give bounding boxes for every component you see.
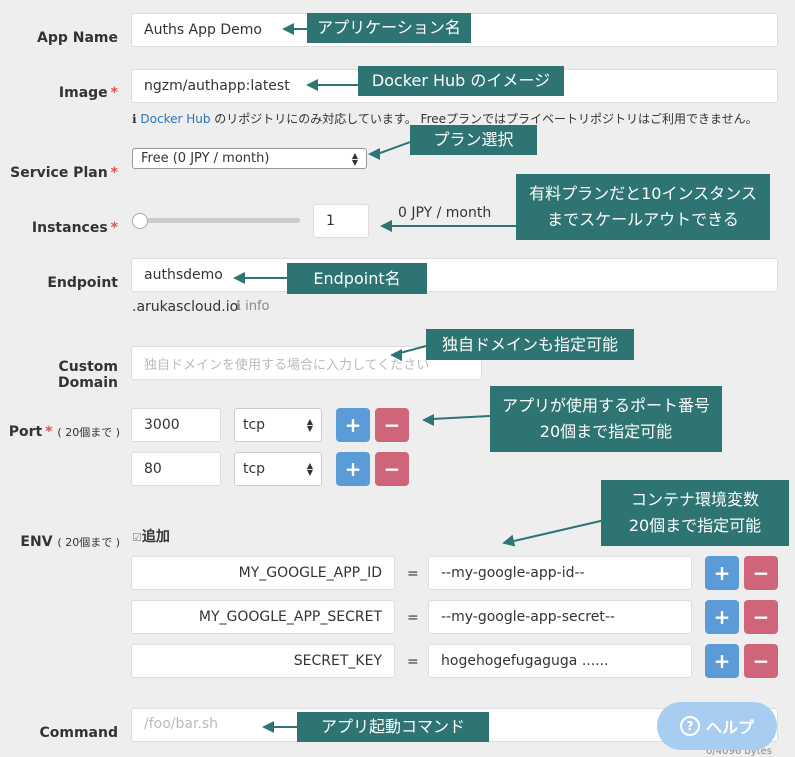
remove-env-button[interactable]: − xyxy=(744,556,778,590)
equals-sign: = xyxy=(407,610,419,626)
instances-price: 0 JPY / month xyxy=(398,205,492,221)
command-label: Command xyxy=(39,725,118,741)
add-port-button[interactable]: + xyxy=(336,408,370,442)
callout-instances: 有料プランだと10インスタンスまでスケールアウトできる xyxy=(516,174,770,240)
callout-endpoint: Endpoint名 xyxy=(287,263,427,294)
callout-env: コンテナ環境変数 20個まで指定可能 xyxy=(601,480,789,546)
endpoint-label: Endpoint xyxy=(47,275,118,291)
command-byte-counter: 0/4096 bytes xyxy=(706,746,772,757)
callout-arrow-head xyxy=(306,79,318,91)
add-port-button[interactable]: + xyxy=(336,452,370,486)
callout-arrow xyxy=(513,519,602,542)
select-arrows-icon: ▲▼ xyxy=(351,150,358,167)
instances-input[interactable]: 1 xyxy=(313,204,369,238)
add-env-button[interactable]: + xyxy=(705,556,739,590)
callout-arrow xyxy=(392,225,516,227)
callout-arrow-head xyxy=(368,148,380,160)
select-arrows-icon: ▲▼ xyxy=(306,461,313,477)
endpoint-input[interactable]: authsdemo xyxy=(131,258,778,292)
app-name-label: App Name xyxy=(37,30,118,46)
image-input[interactable]: ngzm/authapp:latest xyxy=(131,69,778,103)
question-icon: ? xyxy=(679,716,700,736)
env-value-input[interactable]: --my-google-app-id-- xyxy=(428,556,692,590)
custom-domain-input[interactable]: 独自ドメインを使用する場合に入力してください xyxy=(131,346,482,380)
equals-sign: = xyxy=(407,566,419,582)
image-label: Image* xyxy=(58,85,118,101)
add-env-button[interactable]: + xyxy=(705,600,739,634)
info-icon: ℹ︎ xyxy=(236,299,241,314)
instances-slider-handle[interactable] xyxy=(132,213,148,229)
add-env-button[interactable]: + xyxy=(705,644,739,678)
select-arrows-icon: ▲▼ xyxy=(306,417,313,433)
env-value-input[interactable]: --my-google-app-secret-- xyxy=(428,600,692,634)
service-plan-label: Service Plan* xyxy=(10,165,118,181)
port-input[interactable]: 3000 xyxy=(131,408,221,442)
remove-port-button[interactable]: − xyxy=(375,452,409,486)
callout-arrow xyxy=(245,277,287,279)
remove-env-button[interactable]: − xyxy=(744,644,778,678)
endpoint-info[interactable]: ℹ︎ info xyxy=(236,299,270,314)
callout-port: アプリが使用するポート番号 20個まで指定可能 xyxy=(490,386,722,452)
callout-arrow xyxy=(431,414,492,420)
port-input[interactable]: 80 xyxy=(131,452,221,486)
callout-plan: プラン選択 xyxy=(410,125,537,155)
env-key-input[interactable]: SECRET_KEY xyxy=(131,644,395,678)
callout-arrow-head xyxy=(380,220,392,232)
equals-sign: = xyxy=(407,654,419,670)
info-icon: ℹ︎ xyxy=(132,112,137,126)
docker-hub-link[interactable]: Docker Hub xyxy=(140,112,211,126)
protocol-select[interactable]: tcp▲▼ xyxy=(234,408,322,442)
protocol-select[interactable]: tcp▲▼ xyxy=(234,452,322,486)
remove-port-button[interactable]: − xyxy=(375,408,409,442)
callout-arrow xyxy=(379,141,411,154)
callout-domain: 独自ドメインも指定可能 xyxy=(426,329,634,360)
callout-image: Docker Hub のイメージ xyxy=(358,66,564,96)
callout-arrow xyxy=(292,28,307,30)
custom-domain-label: Custom Domain xyxy=(57,359,118,391)
env-key-input[interactable]: MY_GOOGLE_APP_SECRET xyxy=(131,600,395,634)
callout-app-name: アプリケーション名 xyxy=(307,13,471,43)
callout-command: アプリ起動コマンド xyxy=(297,712,489,742)
endpoint-suffix: .arukascloud.io xyxy=(132,299,239,315)
env-add-checkbox[interactable]: ☑追加 xyxy=(132,529,170,545)
help-button[interactable]: ? ヘルプ xyxy=(657,702,777,750)
env-value-input[interactable]: hogehogefugaguga ...... xyxy=(428,644,692,678)
instances-label: Instances* xyxy=(31,220,118,236)
callout-arrow-head xyxy=(233,272,245,284)
callout-arrow-head xyxy=(500,534,516,550)
callout-arrow xyxy=(318,84,358,86)
remove-env-button[interactable]: − xyxy=(744,600,778,634)
callout-arrow-head xyxy=(390,349,402,361)
env-key-input[interactable]: MY_GOOGLE_APP_ID xyxy=(131,556,395,590)
service-plan-select[interactable]: Free (0 JPY / month) ▲▼ xyxy=(132,148,367,169)
image-note: ℹ︎ Docker Hub のリポジトリにのみ対応しています。 Freeプランで… xyxy=(132,112,758,126)
callout-arrow xyxy=(274,726,297,728)
env-label: ENV ( 20個まで ) xyxy=(20,534,120,550)
callout-arrow-head xyxy=(422,414,434,426)
callout-arrow-head xyxy=(262,721,274,733)
port-label: Port* ( 20個まで ) xyxy=(8,424,120,440)
check-icon: ☑ xyxy=(132,531,142,544)
instances-slider-track[interactable] xyxy=(132,218,300,223)
callout-arrow-head xyxy=(282,23,294,35)
